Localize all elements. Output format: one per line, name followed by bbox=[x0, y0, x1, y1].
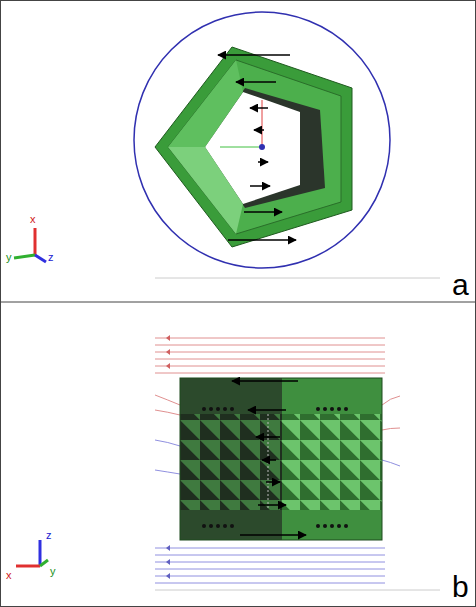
panel-letter: b bbox=[452, 572, 469, 602]
axis-label: y bbox=[50, 566, 56, 577]
axis-label: x bbox=[30, 214, 36, 225]
axis-label: x bbox=[6, 570, 12, 581]
panel-letter: a bbox=[452, 270, 469, 300]
axis-label: z bbox=[48, 252, 54, 263]
axis-label: z bbox=[46, 530, 52, 541]
axis-label: y bbox=[6, 252, 12, 263]
